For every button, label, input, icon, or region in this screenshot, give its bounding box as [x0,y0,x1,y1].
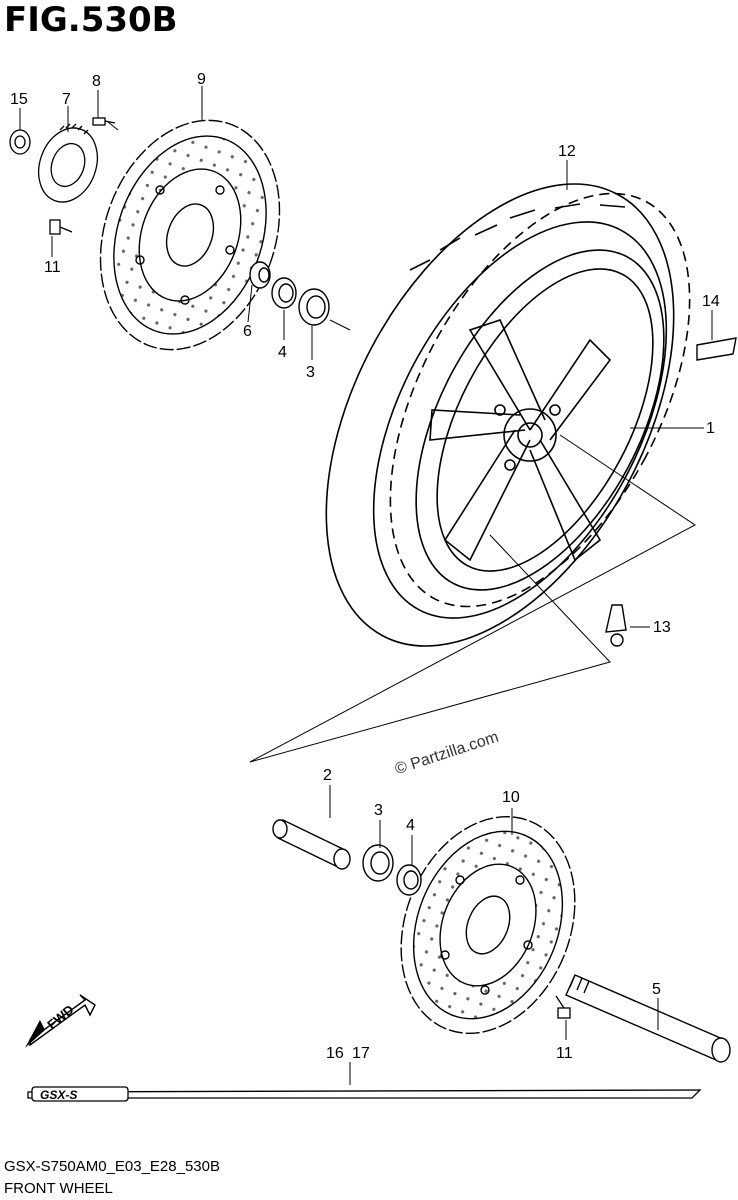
callout-5: 5 [652,981,661,998]
callout-13: 13 [653,619,671,636]
leader-lines [19,86,713,1085]
callout-4a: 4 [278,344,287,361]
bearing-3-lower [362,844,394,882]
brake-disc-10 [400,816,576,1034]
callout-9: 9 [197,71,206,88]
figure-title: FIG.530B [4,0,178,40]
spoke [468,319,546,431]
collar-15 [9,129,31,155]
rim-inner [436,268,654,572]
callout-14: 14 [702,293,720,310]
seal-4-lower [396,864,422,896]
spacer-6 [249,261,271,289]
callout-labels: 15 7 8 9 11 6 4 3 12 14 1 13 2 3 4 10 5 … [10,71,720,1062]
bearing-3-upper [298,288,330,326]
callout-11a: 11 [44,259,61,276]
callout-1: 1 [706,420,715,437]
forward-arrow-icon: FWD [25,994,96,1048]
emblem-text: GSX-S [40,1088,77,1102]
callout-8: 8 [92,73,101,90]
callout-11b: 11 [556,1045,573,1062]
callout-16: 16 [326,1045,344,1062]
axle-5 [565,974,731,1063]
hub-bore [517,422,543,448]
spacer-2 [272,819,351,870]
sensor-rotor-7 [38,123,98,203]
seal-4-upper [271,277,297,309]
brake-disc-9 [99,119,281,351]
rim-outer [415,249,665,591]
figure-name: FRONT WHEEL [4,1180,113,1197]
hub [503,408,557,462]
spoke [529,439,602,562]
callout-12: 12 [558,143,576,160]
bolt-11-lower [555,995,571,1019]
spoke [443,429,531,562]
spoke [429,409,526,441]
fwd-label: FWD [44,1002,76,1033]
callout-7: 7 [62,91,71,108]
callout-17: 17 [352,1045,370,1062]
callout-15: 15 [10,91,28,108]
bolt-11-upper [49,219,73,235]
callout-3a: 3 [306,364,315,381]
callout-2: 2 [323,767,332,784]
bolt-8 [92,117,116,126]
front-wheel-assembly [325,183,691,647]
spoke [529,338,612,441]
model-code: GSX-S750AM0_E03_E28_530B [4,1158,220,1175]
callout-3b: 3 [374,802,383,819]
emblem-decal-16-17: GSX-S [27,1086,702,1102]
tire-inner [372,221,668,619]
balancer-weight-14 [696,337,737,361]
callout-4b: 4 [406,817,415,834]
tire-tread [389,192,691,608]
callout-10: 10 [502,789,520,806]
valve-13 [605,604,627,647]
callout-6: 6 [243,323,252,340]
